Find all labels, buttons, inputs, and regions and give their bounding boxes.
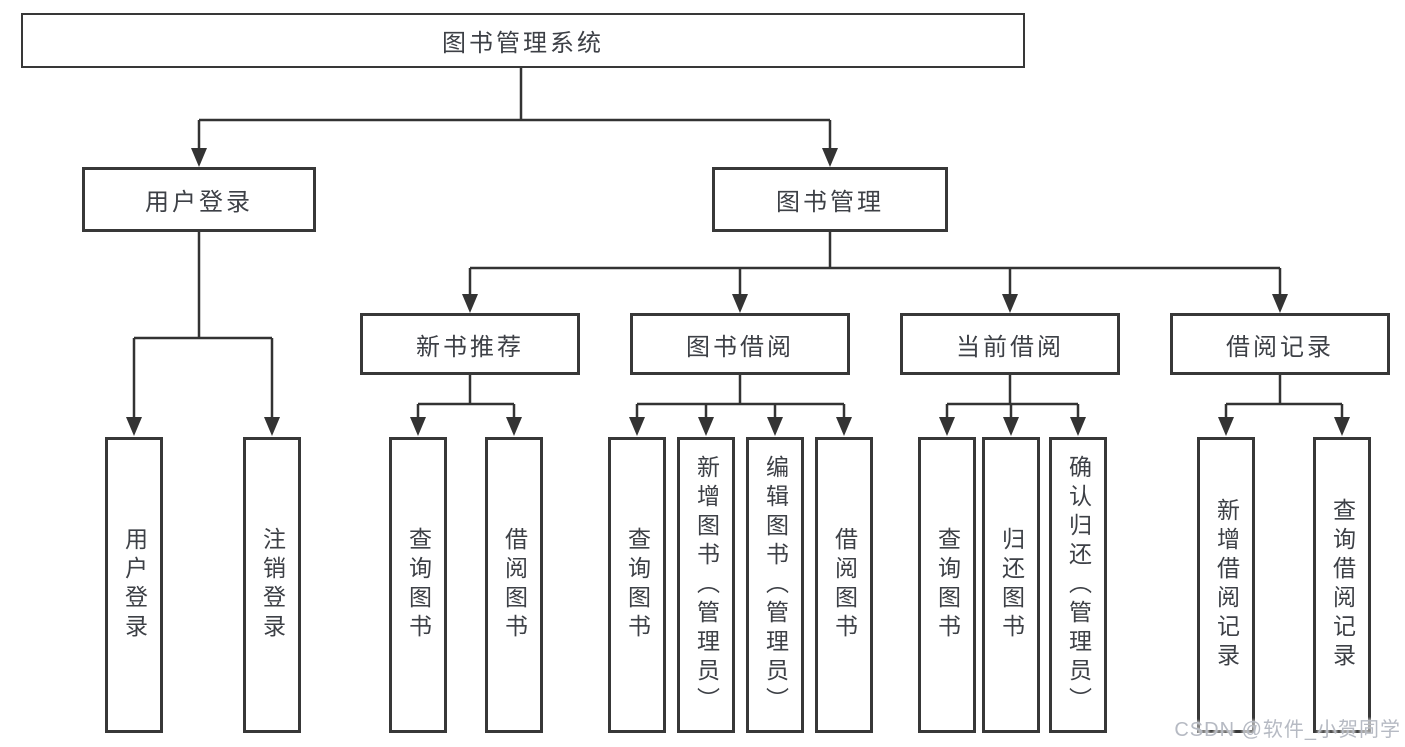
arrowhead-icon: [1002, 294, 1018, 313]
arrowhead-icon: [698, 417, 714, 436]
arrowhead-icon: [1070, 417, 1086, 436]
leaf-borrow-books-recommend: 借阅图书: [485, 437, 543, 733]
node-book-management-system: 图书管理系统: [21, 13, 1025, 68]
node-borrowing-records: 借阅记录: [1170, 313, 1390, 375]
arrowhead-icon: [1334, 417, 1350, 436]
leaf-label: 借阅图书: [501, 527, 528, 643]
node-label: 图书管理: [776, 189, 884, 216]
leaf-user-login: 用户登录: [105, 437, 163, 733]
leaf-edit-books-admin: 编辑图书（管理员）: [746, 437, 804, 733]
node-new-book-recommendation: 新书推荐: [360, 313, 580, 375]
watermark: CSDN @软件_小贺同学: [1174, 719, 1401, 741]
leaf-label: 归还图书: [998, 527, 1025, 643]
leaf-add-borrow-record: 新增借阅记录: [1197, 437, 1255, 733]
arrowhead-icon: [822, 148, 838, 167]
node-label: 借阅记录: [1226, 333, 1334, 361]
leaf-borrow-books-borrowing: 借阅图书: [815, 437, 873, 733]
arrowhead-icon: [836, 417, 852, 436]
arrowhead-icon: [1218, 417, 1234, 436]
leaf-label: 注销登录: [259, 527, 286, 643]
node-user-login: 用户登录: [82, 167, 316, 232]
leaf-label: 新增借阅记录: [1213, 498, 1240, 672]
leaf-query-books-current: 查询图书: [918, 437, 976, 733]
leaf-query-books-recommend: 查询图书: [389, 437, 447, 733]
node-label: 图书管理系统: [442, 30, 604, 57]
node-book-management: 图书管理: [712, 167, 948, 232]
arrowhead-icon: [1003, 417, 1019, 436]
node-label: 当前借阅: [956, 333, 1064, 361]
arrowhead-icon: [126, 417, 142, 436]
leaf-label: 查询图书: [624, 527, 651, 643]
arrowhead-icon: [506, 417, 522, 436]
arrowhead-icon: [462, 294, 478, 313]
arrowhead-icon: [732, 294, 748, 313]
arrowhead-icon: [191, 148, 207, 167]
arrowhead-icon: [1272, 294, 1288, 313]
leaf-label: 借阅图书: [831, 527, 858, 643]
leaf-confirm-return-admin: 确认归还（管理员）: [1049, 437, 1107, 733]
node-label: 图书借阅: [686, 333, 794, 361]
leaf-label: 编辑图书（管理员）: [762, 454, 789, 716]
arrowhead-icon: [264, 417, 280, 436]
leaf-query-borrow-record: 查询借阅记录: [1313, 437, 1371, 733]
leaf-label: 确认归还（管理员）: [1065, 454, 1092, 716]
arrowhead-icon: [939, 417, 955, 436]
leaf-add-books-admin: 新增图书（管理员）: [677, 437, 735, 733]
arrowhead-icon: [410, 417, 426, 436]
node-label: 用户登录: [145, 189, 253, 216]
arrowhead-icon: [629, 417, 645, 436]
leaf-return-books: 归还图书: [982, 437, 1040, 733]
node-book-borrowing: 图书借阅: [630, 313, 850, 375]
arrowhead-icon: [767, 417, 783, 436]
leaf-label: 新增图书（管理员）: [693, 454, 720, 716]
node-current-borrowing: 当前借阅: [900, 313, 1120, 375]
leaf-label: 用户登录: [121, 527, 148, 643]
leaf-label: 查询图书: [405, 527, 432, 643]
leaf-query-books-borrowing: 查询图书: [608, 437, 666, 733]
node-label: 新书推荐: [416, 333, 524, 361]
leaf-label: 查询图书: [934, 527, 961, 643]
leaf-label: 查询借阅记录: [1329, 498, 1356, 672]
leaf-logout-login: 注销登录: [243, 437, 301, 733]
